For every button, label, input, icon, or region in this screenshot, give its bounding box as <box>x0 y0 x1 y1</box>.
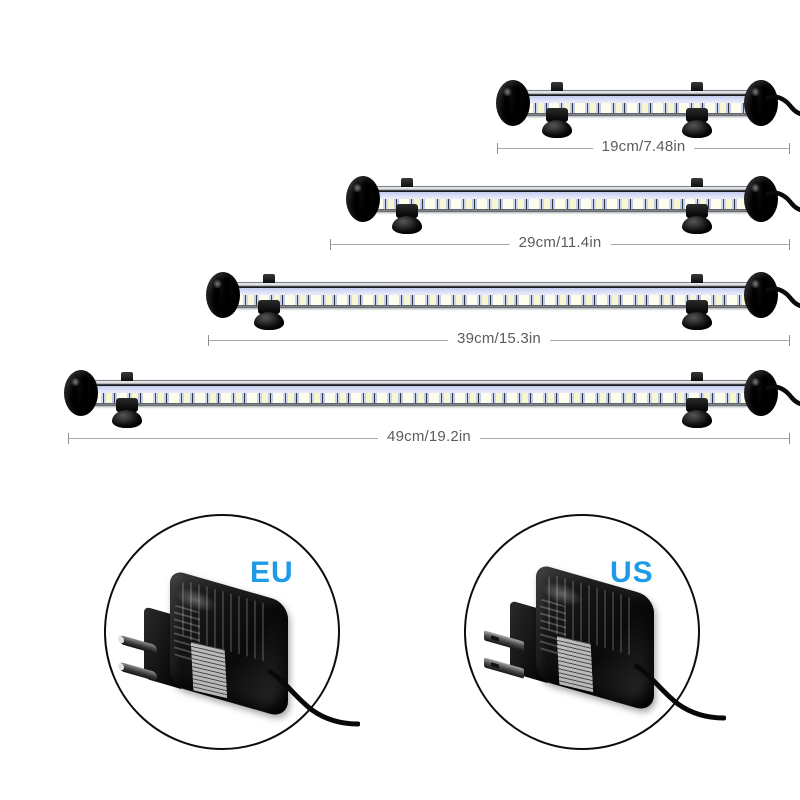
power-cable-icon <box>766 384 800 407</box>
product-led-bar-39cm[interactable] <box>206 264 800 334</box>
led-chips <box>237 295 747 305</box>
dimension-line-29cm: 29cm/11.4in <box>330 234 790 254</box>
tube-highlight <box>374 187 750 191</box>
power-cable-icon <box>766 94 800 117</box>
end-cap-right-icon <box>744 272 778 318</box>
dimension-label: 49cm/19.2in <box>378 428 480 445</box>
led-chips <box>95 393 747 403</box>
end-cap-left-icon <box>206 272 240 318</box>
led-chips <box>377 199 747 209</box>
led-pcb <box>524 96 750 113</box>
tube-body <box>234 282 750 308</box>
dimension-line-19cm: 19cm/7.48in <box>497 138 790 158</box>
end-cap-right-icon <box>744 176 778 222</box>
product-led-bar-29cm[interactable] <box>346 168 800 238</box>
tube-highlight <box>524 91 750 95</box>
led-pcb <box>234 288 750 305</box>
adapter-label-us: US <box>610 556 654 589</box>
suction-cup-mount <box>682 372 712 428</box>
power-adapter-eu-icon <box>118 568 360 738</box>
tube-highlight <box>234 283 750 287</box>
suction-cup-mount <box>682 274 712 330</box>
adapter-spec-label <box>190 641 228 699</box>
tube-highlight <box>92 381 750 385</box>
tube-body <box>374 186 750 212</box>
end-cap-left-icon <box>64 370 98 416</box>
product-led-bar-19cm[interactable] <box>496 72 800 142</box>
adapter-label-eu: EU <box>250 556 294 589</box>
suction-cup-mount <box>254 274 284 330</box>
led-pcb <box>374 192 750 209</box>
dimension-label: 19cm/7.48in <box>592 138 695 155</box>
power-adapter-us-icon <box>484 562 726 732</box>
end-cap-right-icon <box>744 80 778 126</box>
power-cable-icon <box>766 286 800 309</box>
adapter-spec-label <box>556 635 594 693</box>
dimension-label: 39cm/15.3in <box>448 330 550 347</box>
adapter-cable-icon <box>268 669 360 727</box>
dimension-label: 29cm/11.4in <box>509 234 611 251</box>
end-cap-right-icon <box>744 370 778 416</box>
tube-body <box>92 380 750 406</box>
adapter-cable-icon <box>634 663 726 721</box>
end-cap-left-icon <box>346 176 380 222</box>
suction-cup-mount <box>542 82 572 138</box>
suction-cup-mount <box>392 178 422 234</box>
led-chips <box>527 103 747 113</box>
dimension-line-49cm: 49cm/19.2in <box>68 428 790 448</box>
power-cable-icon <box>766 190 800 213</box>
product-led-bar-49cm[interactable] <box>64 362 800 432</box>
dimension-line-39cm: 39cm/15.3in <box>208 330 790 350</box>
suction-cup-mount <box>682 178 712 234</box>
suction-cup-mount <box>682 82 712 138</box>
led-pcb <box>92 386 750 403</box>
suction-cup-mount <box>112 372 142 428</box>
end-cap-left-icon <box>496 80 530 126</box>
